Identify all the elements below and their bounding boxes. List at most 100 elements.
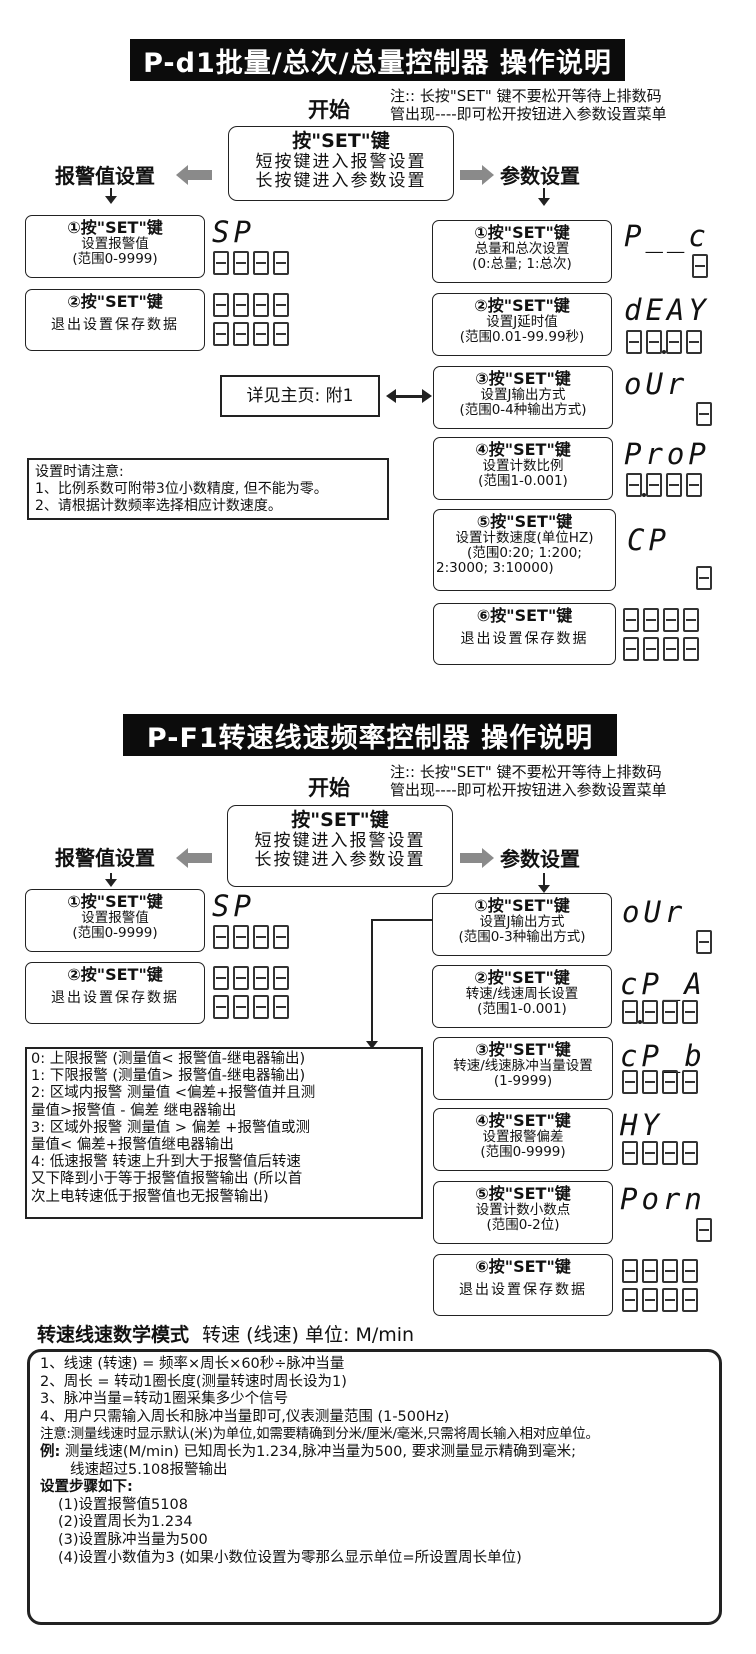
note-line: 注:: 长按"SET" 键不要松开等待上排数码 xyxy=(390,87,662,105)
step-heading: ②按"SET"键 xyxy=(474,296,570,315)
step-line: 2:3000; 3:10000) xyxy=(436,560,554,576)
lcd-digits-icon xyxy=(213,251,289,275)
see-main-page-text: 详见主页: 附1 xyxy=(246,386,354,406)
param-step-6: ⑥按"SET"键 退出设置保存数据 xyxy=(433,1254,613,1316)
lcd-digits-icon xyxy=(696,1218,712,1242)
step-heading: ③按"SET"键 xyxy=(475,1040,571,1059)
example-line: 线速超过5.108报警输出 xyxy=(70,1461,228,1478)
main-box-line: 短按键进入报警设置 xyxy=(255,152,427,172)
step-line: (范围0-4种输出方式) xyxy=(459,402,587,418)
param-step-2: ②按"SET"键 设置J延时值 (范围0.01-99.99秒) xyxy=(432,293,612,356)
param-branch-label: 参数设置 xyxy=(500,164,580,188)
connector-line xyxy=(371,919,433,921)
lcd-digits-icon xyxy=(213,925,289,949)
formula-line: 注意:测量线速时显示默认(米)为单位,如需要精确到分米/厘米/毫米,只需将周长输… xyxy=(40,1426,599,1443)
step-line: 设置报警值 xyxy=(81,236,149,252)
main-box-line: 长按键进入参数设置 xyxy=(254,850,426,870)
output-modes-box: 0: 上限报警 (测量值< 报警值-继电器输出) 1: 下限报警 (测量值> 报… xyxy=(25,1047,423,1219)
steps-item: (3)设置脉冲当量为500 xyxy=(58,1531,208,1548)
step-line: 设置计数小数点 xyxy=(475,1202,571,1218)
steps-title: 设置步骤如下: xyxy=(40,1479,133,1496)
alarm-branch-label: 报警值设置 xyxy=(55,846,155,870)
main-box-heading: 按"SET"键 xyxy=(292,130,390,152)
param-step-5: ⑤按"SET"键 设置计数小数点 (范围0-2位) xyxy=(433,1181,613,1244)
step-heading: ①按"SET"键 xyxy=(67,218,163,237)
steps-item: (1)设置报警值5108 xyxy=(58,1496,188,1513)
step-heading: ④按"SET"键 xyxy=(475,440,571,459)
section2-note: 注:: 长按"SET" 键不要松开等待上排数码 管出现----即可松开按钮进入参… xyxy=(390,763,667,799)
lcd-display-top: cP_A xyxy=(620,967,706,1001)
section2-title: P-F1转速线速频率控制器 操作说明 xyxy=(123,714,617,756)
step-line: (范围0.01-99.99秒) xyxy=(459,329,585,345)
formula-line: 3、脉冲当量=转动1圈采集多少个信号 xyxy=(40,1391,289,1408)
mode-line: 量值>报警值 - 偏差 继电器输出 xyxy=(31,1102,237,1119)
lcd-digits-icon xyxy=(622,1259,698,1283)
lcd-digits-icon xyxy=(626,330,702,354)
lcd-digits-icon xyxy=(213,995,289,1019)
formula-line: 1、线速 (转速) = 频率×周长×60秒÷脉冲当量 xyxy=(40,1356,345,1372)
step-heading: ⑥按"SET"键 xyxy=(475,1257,571,1276)
arrow-down-icon xyxy=(538,873,550,893)
step-line: (范围0:20; 1:200; xyxy=(467,545,582,561)
lcd-display-top: cP_b xyxy=(620,1039,706,1073)
mode-line: 次上电转速低于报警值也无报警输出) xyxy=(31,1188,269,1205)
step-line: 退出设置保存数据 xyxy=(460,631,589,647)
step-line: 设置J输出方式 xyxy=(479,914,565,930)
math-mode-box: 1、线速 (转速) = 频率×周长×60秒÷脉冲当量 2、周长 = 转动1圈长度… xyxy=(27,1349,722,1625)
arrow-down-icon xyxy=(105,873,117,887)
note-line: 注:: 长按"SET" 键不要松开等待上排数码 xyxy=(390,763,662,781)
step-line: (范围0-3种输出方式) xyxy=(458,929,586,945)
param-step-3: ③按"SET"键 设置J输出方式 (范围0-4种输出方式) xyxy=(433,366,613,429)
set-key-main-box: 按"SET"键 短按键进入报警设置 长按键进入参数设置 xyxy=(227,805,453,887)
math-mode-title: 转速线速数学模式 xyxy=(37,1324,190,1346)
lcd-display-top: SP xyxy=(212,215,255,249)
step-line: 设置J输出方式 xyxy=(480,387,566,403)
notes-line: 2、请根据计数频率选择相应计数速度。 xyxy=(35,498,282,514)
lcd-digits-icon xyxy=(696,402,712,426)
section1-title: P-d1批量/总次/总量控制器 操作说明 xyxy=(130,39,625,81)
example-line: 例: 测量线速(M/min) 已知周长为1.234,脉冲当量为500, 要求测量… xyxy=(40,1444,709,1462)
math-mode-heading: 转速线速数学模式 转速 (线速) 单位: M/min xyxy=(37,1320,414,1347)
lcd-display-top: Porn xyxy=(620,1182,706,1216)
step-line: (范围0-9999) xyxy=(480,1144,566,1160)
lcd-display-top: dEAY xyxy=(624,293,710,327)
mode-line: 2: 区域内报警 测量值 <偏差+报警值并且测 xyxy=(31,1085,316,1102)
formula-line: 4、用户只需输入周长和脉冲当量即可,仪表测量范围 (1-500Hz) xyxy=(40,1408,450,1425)
arrow-right-icon xyxy=(460,848,494,868)
mode-line: 1: 下限报警 (测量值> 报警值-继电器输出) xyxy=(31,1068,306,1085)
step-heading: ①按"SET"键 xyxy=(474,223,570,242)
math-mode-subtitle: 转速 (线速) 单位: M/min xyxy=(202,1324,415,1346)
step-line: (范围1-0.001) xyxy=(478,473,568,489)
lcd-display-top: SP xyxy=(212,889,255,923)
arrow-down-icon xyxy=(366,919,378,1049)
lcd-digits-icon xyxy=(696,566,712,590)
alarm-step-1: ①按"SET"键 设置报警值 (范围0-9999) xyxy=(25,889,205,952)
note-line: 管出现----即可松开按钮进入参数设置菜单 xyxy=(390,105,667,123)
start-label: 开始 xyxy=(308,98,350,122)
step-line: 设置报警值 xyxy=(81,910,149,926)
step-heading: ⑤按"SET"键 xyxy=(476,512,573,531)
param-step-2: ②按"SET"键 转速/线速周长设置 (范围1-0.001) xyxy=(432,965,612,1028)
arrow-right-icon xyxy=(460,165,494,185)
double-arrow-icon xyxy=(386,389,432,403)
param-step-3: ③按"SET"键 转速/线速脉冲当量设置 (1-9999) xyxy=(433,1037,613,1100)
set-key-main-box: 按"SET"键 短按键进入报警设置 长按键进入参数设置 xyxy=(228,126,454,201)
param-step-4: ④按"SET"键 设置报警偏差 (范围0-9999) xyxy=(433,1108,613,1171)
lcd-display-top: oUr xyxy=(622,895,687,929)
example-label: 例: xyxy=(40,1443,61,1460)
lcd-display-top: CP xyxy=(627,523,670,557)
step-heading: ①按"SET"键 xyxy=(67,892,163,911)
see-main-page-box: 详见主页: 附1 xyxy=(220,375,380,417)
param-step-1: ①按"SET"键 设置J输出方式 (范围0-3种输出方式) xyxy=(432,893,612,956)
lcd-digits-icon xyxy=(623,608,699,632)
lcd-digits-icon xyxy=(622,1000,698,1024)
lcd-display-top: ProP xyxy=(624,437,710,471)
mode-line: 量值< 偏差+报警值继电器输出 xyxy=(31,1137,234,1154)
step-line: 转速/线速周长设置 xyxy=(465,986,579,1002)
param-step-4: ④按"SET"键 设置计数比例 (范围1-0.001) xyxy=(433,437,613,500)
main-box-line: 长按键进入参数设置 xyxy=(255,171,427,191)
arrow-down-icon xyxy=(105,188,117,204)
step-line: 退出设置保存数据 xyxy=(459,1282,587,1298)
arrow-left-icon xyxy=(176,165,212,185)
step-line: (范围0-2位) xyxy=(486,1217,560,1233)
